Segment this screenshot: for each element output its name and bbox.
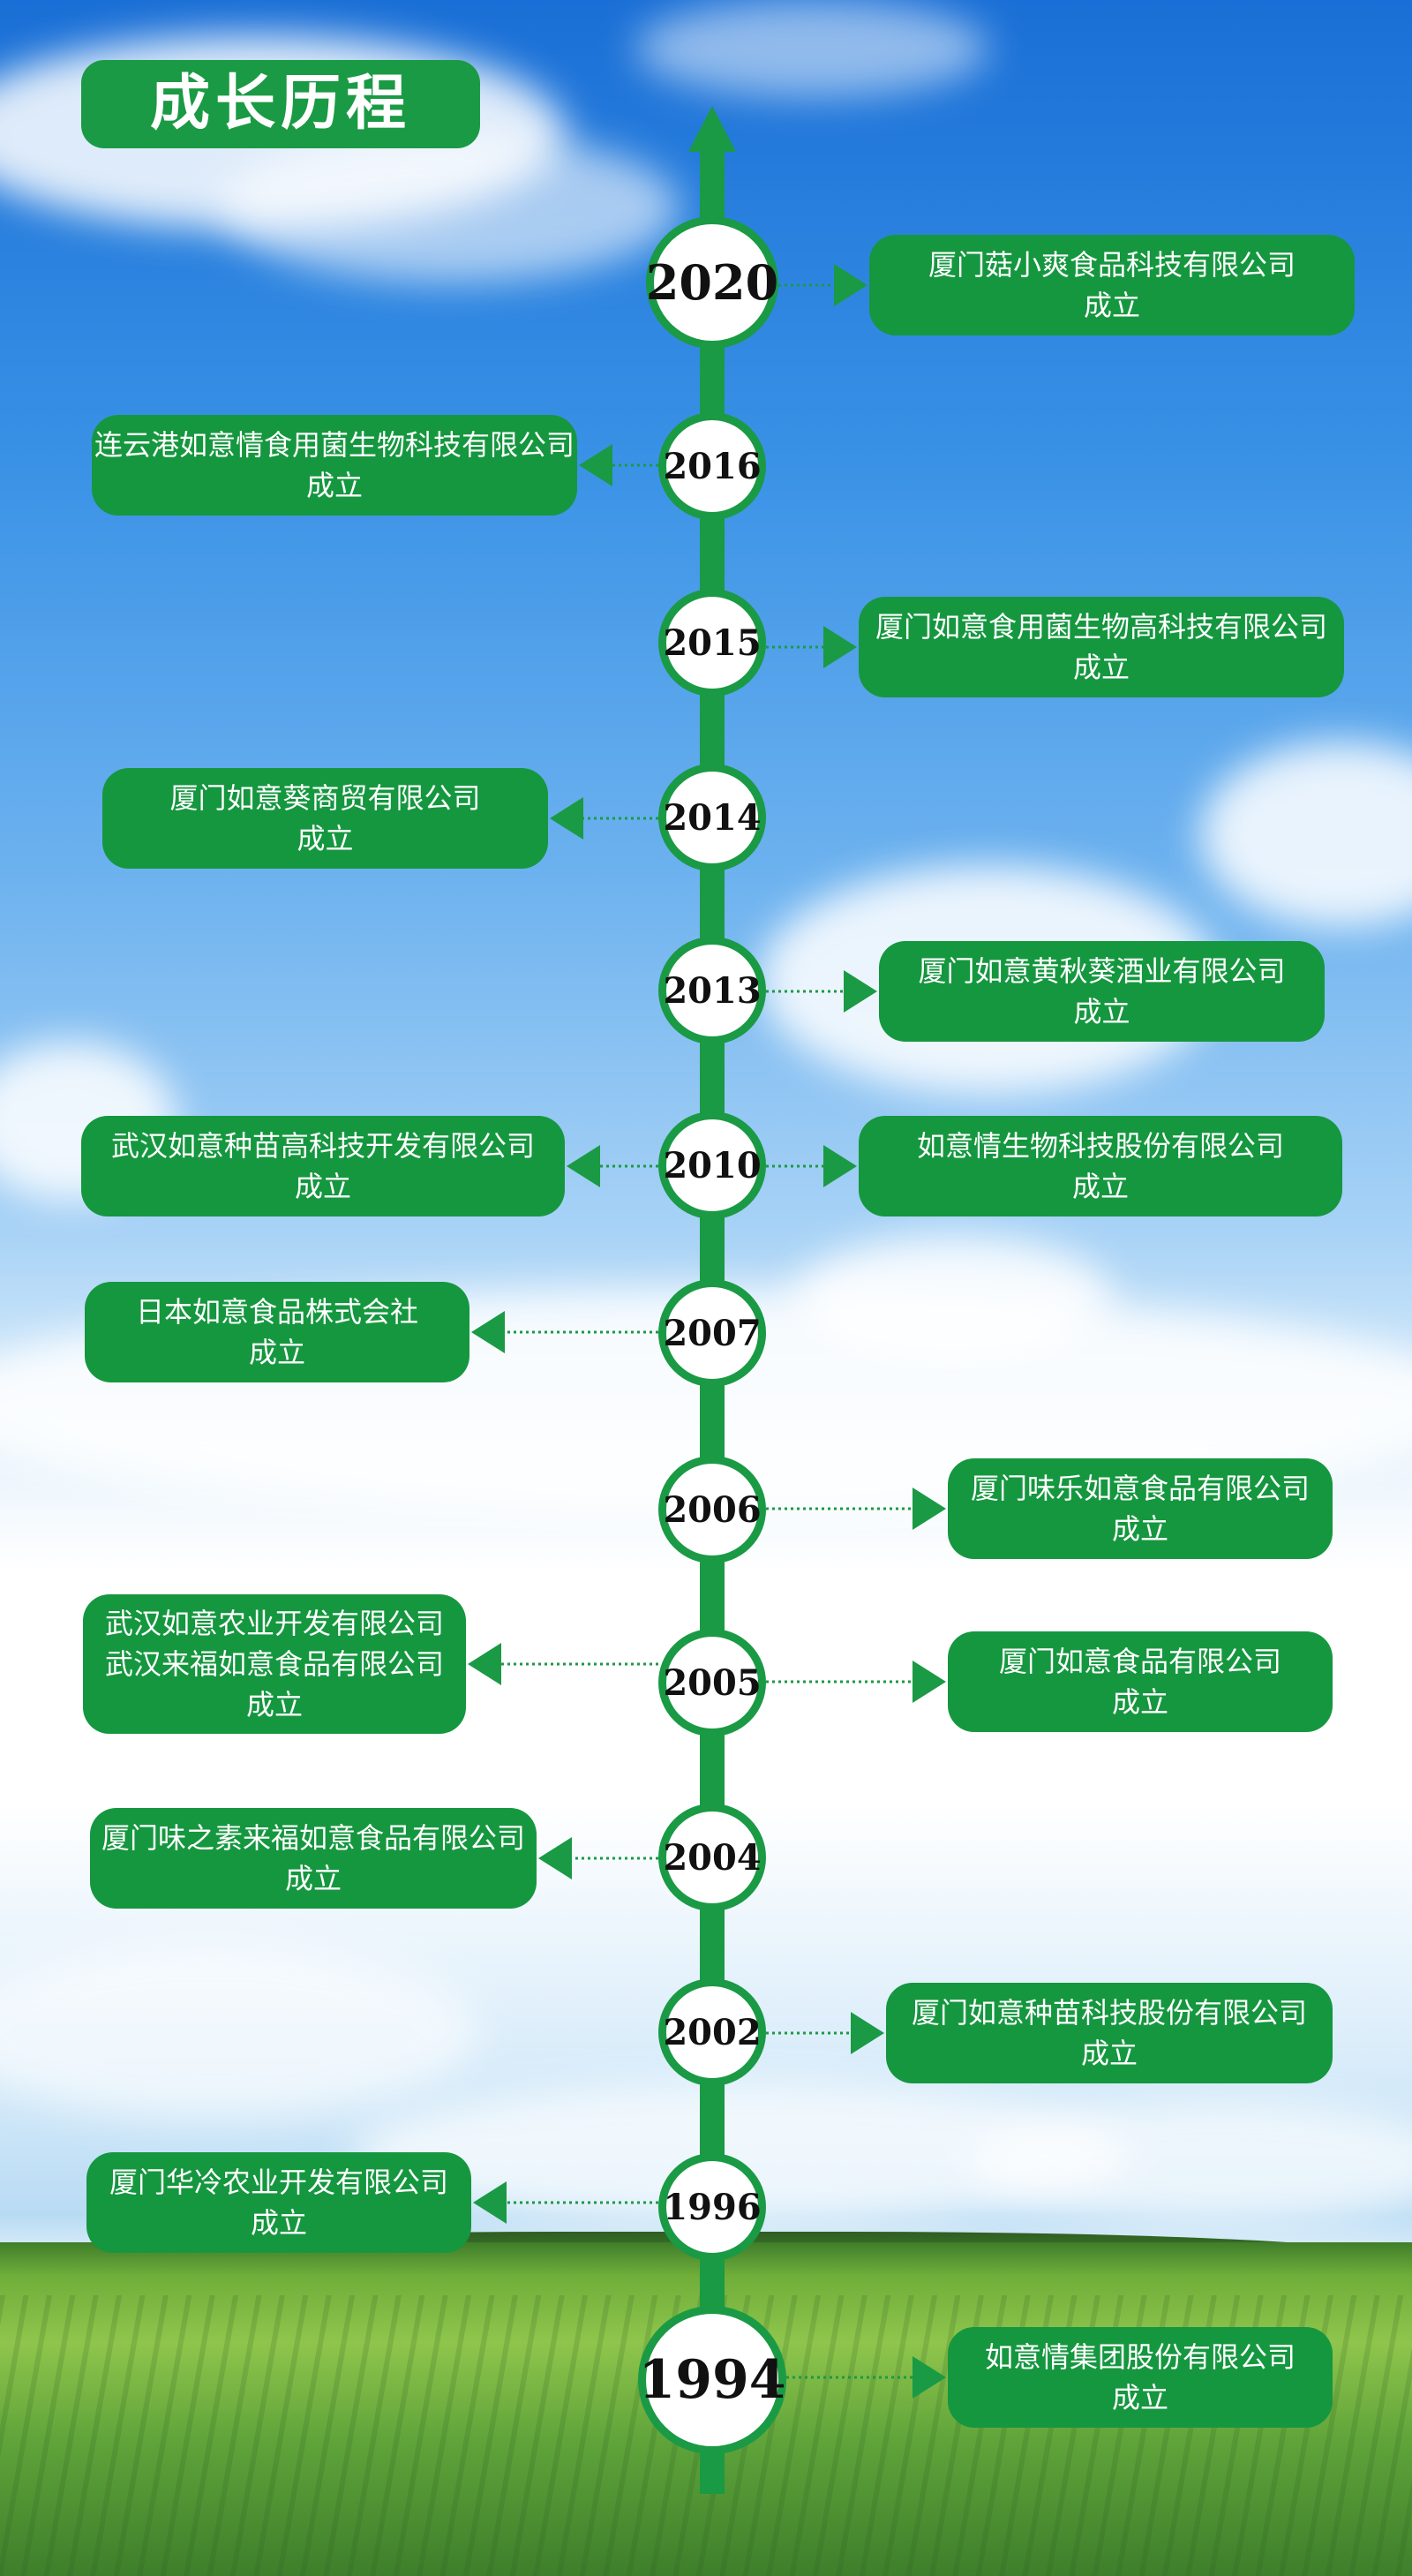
connector-arrow	[851, 2012, 884, 2054]
year-node: 2002	[658, 1978, 766, 2086]
event-box: 厦门菇小爽食品科技有限公司成立	[869, 235, 1355, 335]
connector-arrow	[913, 1661, 946, 1703]
event-line: 成立	[1072, 651, 1130, 684]
event-line: 厦门菇小爽食品科技有限公司	[928, 248, 1296, 282]
event-line: 厦门如意黄秋葵酒业有限公司	[918, 954, 1286, 988]
connector-arrow	[473, 2181, 507, 2224]
event-line: 武汉来福如意食品有限公司	[104, 1647, 444, 1681]
event-line: 成立	[305, 469, 363, 502]
event-line: 如意情集团股份有限公司	[984, 2340, 1296, 2374]
event-box: 武汉如意农业开发有限公司武汉来福如意食品有限公司成立	[83, 1594, 466, 1734]
connector-arrow	[834, 264, 867, 306]
event-line: 成立	[284, 1862, 342, 1895]
year-node: 2015	[658, 589, 766, 697]
event-box: 武汉如意种苗高科技开发有限公司成立	[81, 1116, 565, 1216]
event-line: 连云港如意情食用菌生物科技有限公司	[94, 428, 575, 462]
connector-arrow	[913, 2356, 946, 2399]
event-box: 厦门如意种苗科技股份有限公司成立	[886, 1983, 1333, 2083]
cloud	[1200, 742, 1412, 927]
year-node: 1996	[658, 2153, 766, 2261]
event-box: 日本如意食品株式会社成立	[85, 1282, 469, 1382]
event-line: 厦门如意食用菌生物高科技有限公司	[875, 610, 1327, 644]
event-line: 成立	[245, 1688, 303, 1721]
cloud	[971, 2101, 1412, 2225]
year-node: 2004	[658, 1804, 766, 1911]
event-line: 厦门如意食品有限公司	[998, 1645, 1281, 1678]
connector-arrow	[844, 970, 877, 1013]
connector-arrow	[579, 444, 612, 486]
connector-arrow	[913, 1488, 946, 1530]
cloud	[635, 0, 988, 97]
event-line: 成立	[1073, 995, 1130, 1028]
connectors	[468, 264, 946, 2399]
cloud	[221, 132, 680, 282]
event-line: 成立	[1080, 2037, 1138, 2070]
event-line: 厦门味之素来福如意食品有限公司	[101, 1821, 525, 1855]
year-node: 2013	[658, 937, 766, 1044]
timeline-arrow-head	[688, 106, 736, 152]
event-box: 厦门味之素来福如意食品有限公司成立	[90, 1808, 537, 1909]
event-line: 成立	[1083, 289, 1140, 322]
connector-arrow	[567, 1145, 600, 1187]
event-line: 厦门如意葵商贸有限公司	[169, 781, 481, 815]
connector-arrow	[538, 1837, 572, 1879]
event-box: 厦门如意食用菌生物高科技有限公司成立	[859, 597, 1344, 697]
year-node: 2020	[646, 216, 778, 349]
event-line: 如意情生物科技股份有限公司	[916, 1129, 1284, 1163]
year-node: 2014	[658, 764, 766, 871]
event-box: 厦门如意葵商贸有限公司成立	[102, 768, 548, 869]
year-node: 2007	[658, 1279, 766, 1387]
event-box: 连云港如意情食用菌生物科技有限公司成立	[92, 415, 577, 516]
event-line: 成立	[294, 1170, 351, 1203]
connector-arrow	[823, 1145, 857, 1187]
event-line: 成立	[1111, 2381, 1168, 2414]
event-line: 日本如意食品株式会社	[135, 1295, 418, 1329]
cloud	[794, 1236, 1112, 1360]
event-line: 成立	[1111, 1512, 1168, 1546]
year-node: 2016	[658, 412, 766, 520]
year-node: 2005	[658, 1629, 766, 1736]
event-line: 厦门如意种苗科技股份有限公司	[911, 1996, 1307, 2030]
cloud	[0, 1942, 477, 2119]
event-box: 厦门如意黄秋葵酒业有限公司成立	[879, 941, 1325, 1042]
event-line: 武汉如意农业开发有限公司	[104, 1607, 444, 1640]
year-node: 2010	[658, 1111, 766, 1219]
event-line: 成立	[1111, 1685, 1168, 1719]
connector-arrow	[468, 1643, 501, 1685]
event-line: 成立	[297, 822, 354, 855]
event-box: 厦门如意食品有限公司成立	[948, 1631, 1333, 1732]
event-line: 成立	[248, 1336, 305, 1369]
event-line: 武汉如意种苗高科技开发有限公司	[110, 1129, 535, 1163]
year-node: 2006	[658, 1456, 766, 1563]
event-box: 厦门味乐如意食品有限公司成立	[948, 1458, 1333, 1559]
event-line: 厦门味乐如意食品有限公司	[970, 1472, 1310, 1505]
event-box: 如意情生物科技股份有限公司成立	[859, 1116, 1342, 1216]
event-line: 成立	[1071, 1170, 1129, 1203]
connector-arrow	[550, 797, 583, 840]
connector-arrow	[823, 626, 857, 668]
event-line: 成立	[250, 2206, 307, 2240]
event-box: 如意情集团股份有限公司成立	[948, 2327, 1333, 2428]
connector-arrow	[471, 1311, 505, 1353]
event-line: 厦门华冷农业开发有限公司	[109, 2165, 448, 2199]
page-title: 成长历程	[81, 60, 480, 148]
year-node: 1994	[638, 2306, 786, 2454]
event-box: 厦门华冷农业开发有限公司成立	[86, 2152, 471, 2253]
